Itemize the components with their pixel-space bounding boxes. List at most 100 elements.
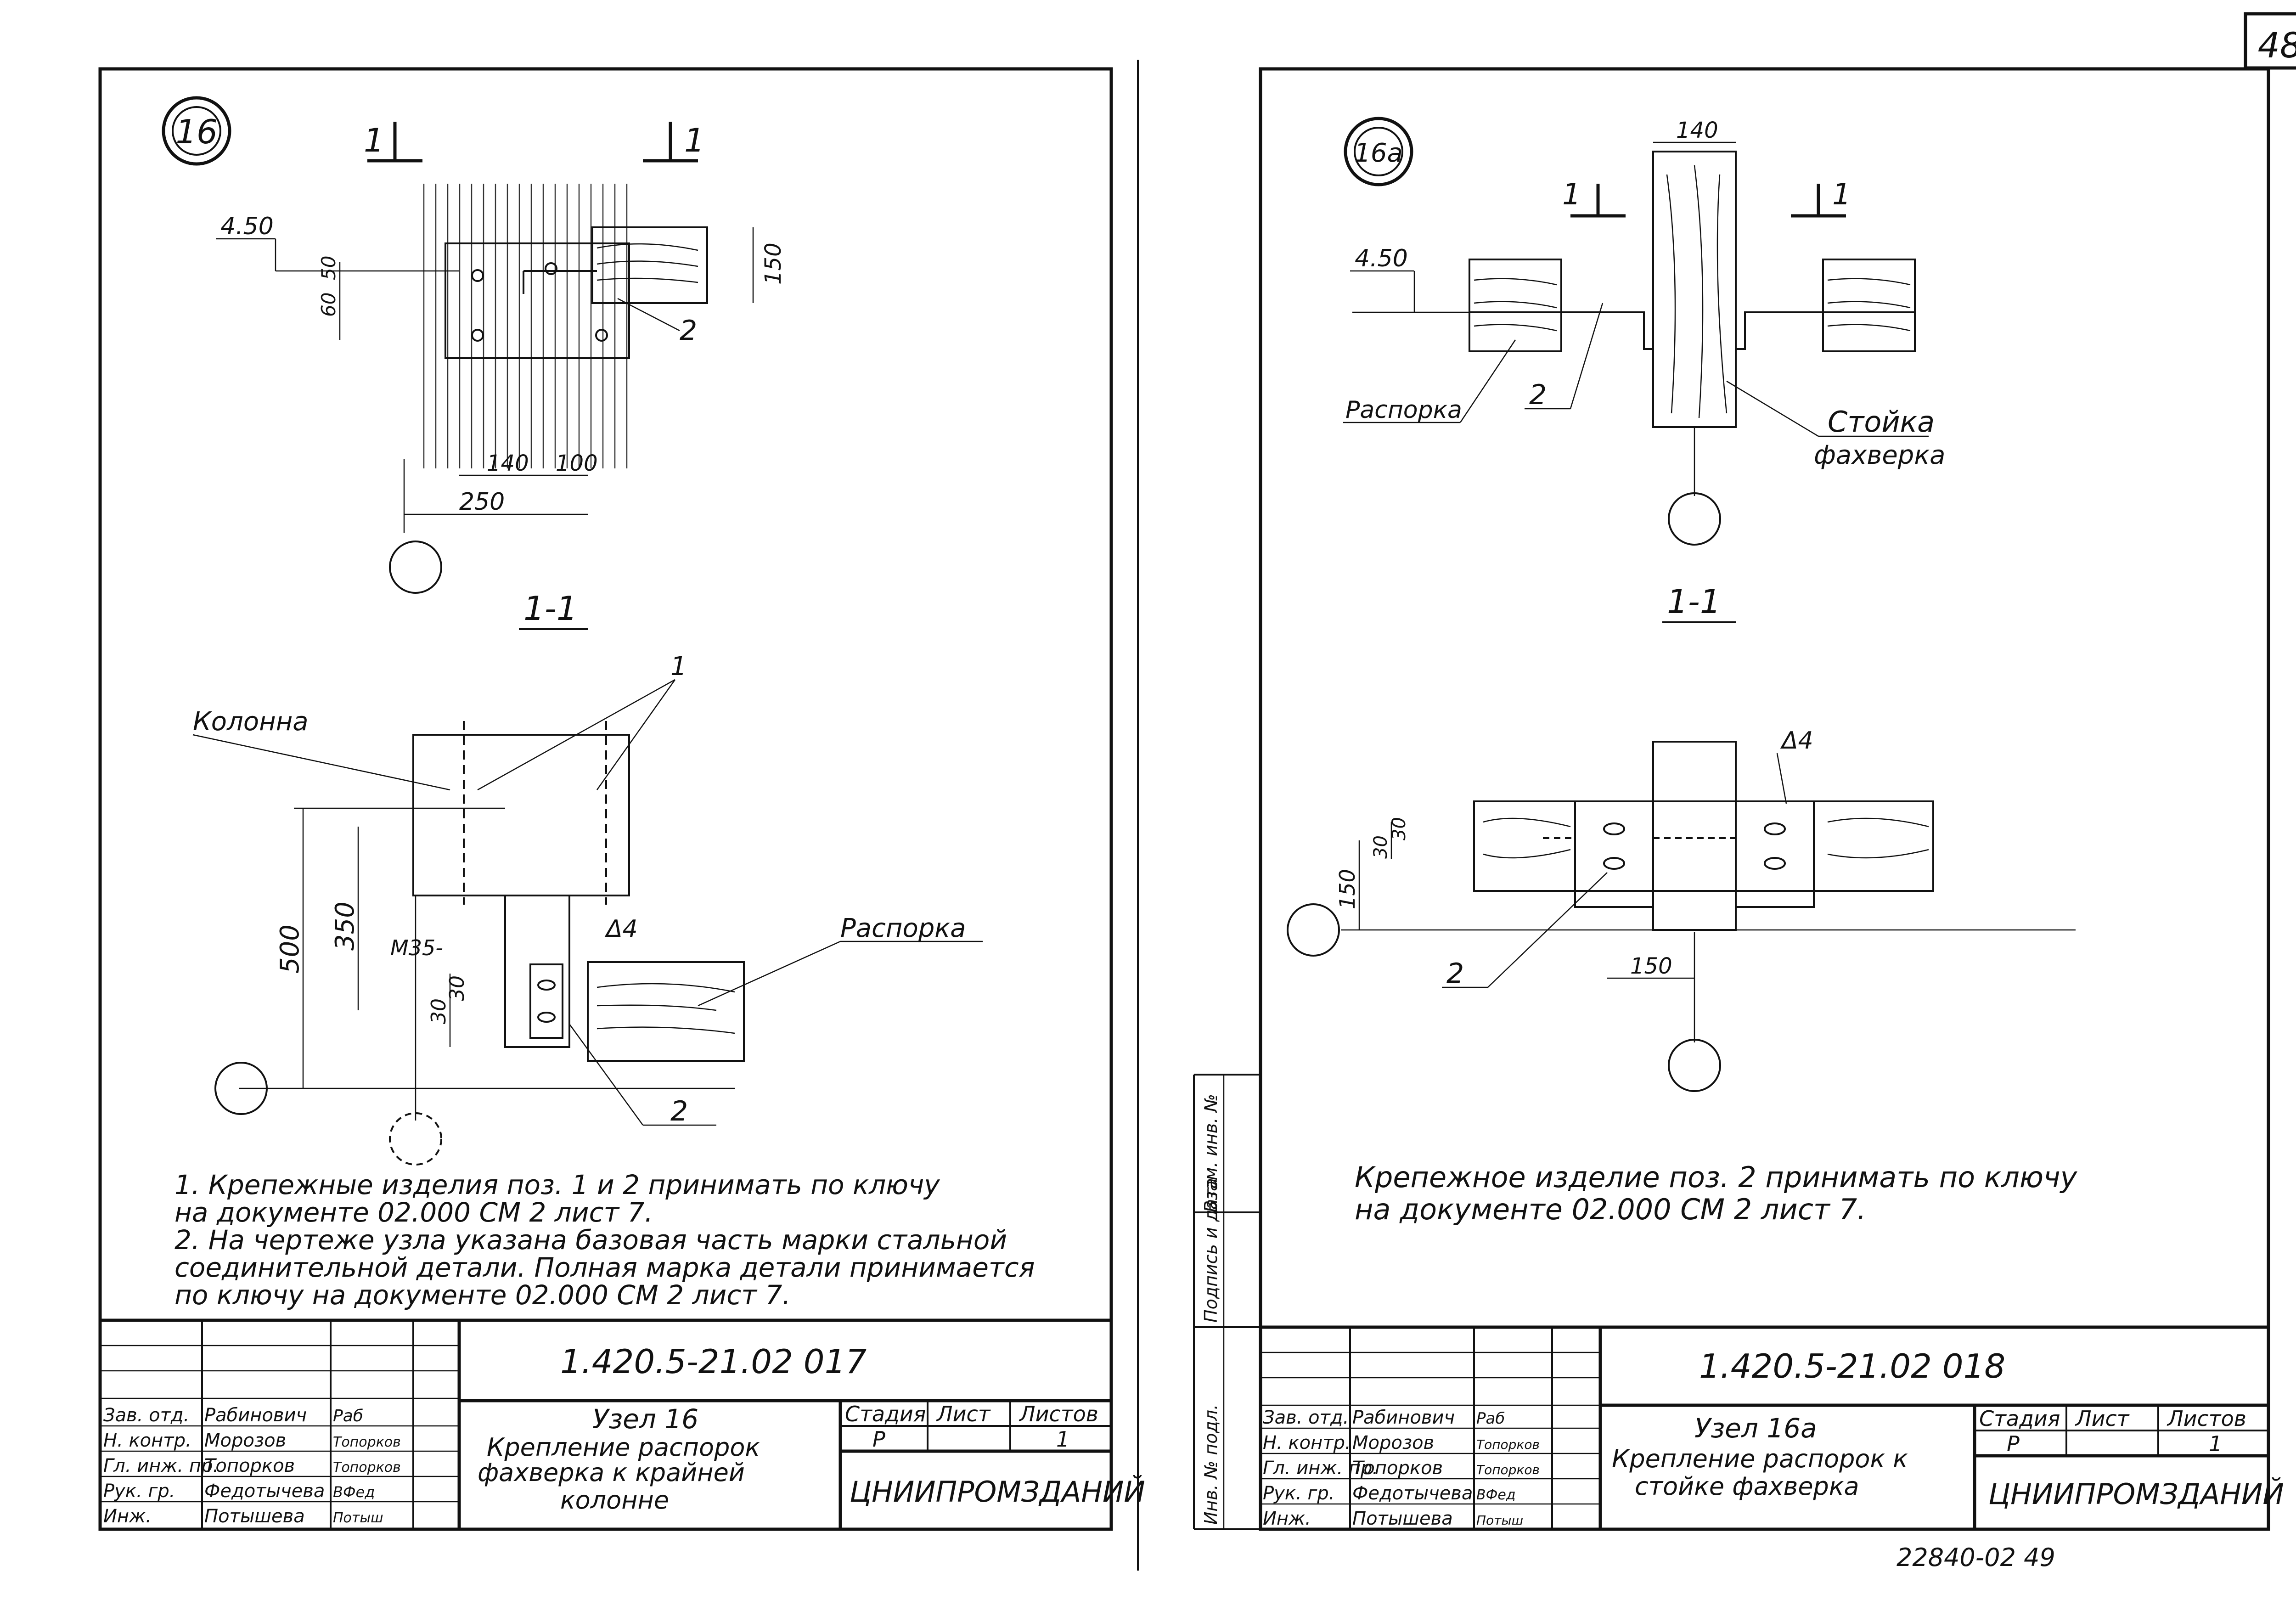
svg-text:Лист: Лист bbox=[936, 1402, 991, 1426]
svg-text:Морозов: Морозов bbox=[1352, 1432, 1434, 1453]
svg-text:140: 140 bbox=[1676, 118, 1718, 143]
svg-text:1: 1 bbox=[364, 122, 384, 159]
left-level-mark: 4.50 bbox=[216, 213, 459, 272]
left-column-plan bbox=[413, 184, 634, 468]
right-post-plan bbox=[1652, 151, 1737, 428]
svg-text:Листов: Листов bbox=[1019, 1402, 1098, 1426]
right-doc-code: 1.420.5-21.02 018 bbox=[1699, 1347, 2005, 1385]
left-org: ЦНИИПРОМЗДАНИЙ bbox=[850, 1475, 1145, 1509]
svg-text:250: 250 bbox=[459, 488, 505, 516]
svg-text:ВФед: ВФед bbox=[333, 1483, 375, 1501]
svg-text:на документе 02.000 СМ 2 лист: на документе 02.000 СМ 2 лист 7. bbox=[1355, 1193, 1866, 1226]
left-sheet: 16 1 1 4.50 60 bbox=[98, 67, 1145, 1531]
svg-text:Потыш: Потыш bbox=[333, 1510, 383, 1526]
left-plan-dims: 60 50 150 140 100 250 2 bbox=[317, 227, 786, 516]
right-axis-bubble-2 bbox=[1287, 903, 1340, 957]
svg-text:Инв. № подл.: Инв. № подл. bbox=[1201, 1404, 1221, 1525]
svg-text:Стадия: Стадия bbox=[1979, 1406, 2060, 1431]
svg-text:Крепление распорок к: Крепление распорок к bbox=[1612, 1444, 1908, 1473]
left-axis-bubble-1 bbox=[389, 541, 442, 594]
svg-text:30: 30 bbox=[1370, 835, 1391, 859]
left-strut-section bbox=[587, 961, 745, 1062]
left-column-section bbox=[412, 734, 630, 896]
svg-text:150: 150 bbox=[1335, 869, 1360, 909]
left-frame bbox=[98, 67, 1113, 1531]
svg-text:50: 50 bbox=[317, 256, 340, 280]
svg-text:Н. контр.: Н. контр. bbox=[103, 1430, 191, 1451]
svg-text:1: 1 bbox=[1562, 178, 1581, 212]
svg-text:на документе 02.000 СМ 2 лист: на документе 02.000 СМ 2 лист 7. bbox=[174, 1197, 653, 1228]
svg-text:Подпись и дата: Подпись и дата bbox=[1201, 1178, 1221, 1323]
svg-text:150: 150 bbox=[760, 242, 786, 285]
right-sheet: Взам. инв. № Подпись и дата Инв. № подл.… bbox=[1193, 67, 2284, 1572]
svg-text:100: 100 bbox=[556, 451, 598, 476]
svg-text:140: 140 bbox=[487, 451, 529, 476]
right-axis-bubble-1 bbox=[1668, 492, 1721, 546]
left-axis-bubble-3 bbox=[389, 1112, 442, 1166]
svg-text:Раб: Раб bbox=[333, 1407, 363, 1425]
svg-text:150: 150 bbox=[1630, 953, 1672, 979]
svg-text:Топорков: Топорков bbox=[333, 1459, 401, 1476]
svg-text:2: 2 bbox=[1446, 957, 1464, 990]
right-org: ЦНИИПРОМЗДАНИЙ bbox=[1988, 1477, 2284, 1511]
right-section-mark-b: 1 bbox=[1791, 178, 1851, 218]
right-post-label: Стойка bbox=[1828, 405, 1935, 439]
svg-text:Топорков: Топорков bbox=[1476, 1462, 1540, 1477]
svg-text:Рук. гр.: Рук. гр. bbox=[103, 1481, 175, 1502]
svg-text:Топорков: Топорков bbox=[204, 1455, 295, 1476]
svg-text:1: 1 bbox=[2209, 1431, 2222, 1456]
svg-text:2: 2 bbox=[1529, 379, 1547, 411]
left-column-label: Колонна bbox=[193, 707, 309, 737]
svg-text:Потыш: Потыш bbox=[1476, 1513, 1523, 1528]
left-m35: М35- bbox=[390, 935, 443, 960]
svg-text:Стадия: Стадия bbox=[845, 1402, 926, 1426]
svg-text:фахверка: фахверка bbox=[1814, 440, 1945, 470]
right-weld: Δ4 bbox=[1780, 727, 1813, 755]
left-connector bbox=[504, 895, 570, 1048]
left-section-mark-a: 1 bbox=[364, 122, 422, 163]
left-part1: 1 bbox=[670, 652, 687, 681]
svg-text:Рабинович: Рабинович bbox=[204, 1405, 307, 1426]
svg-text:Р: Р bbox=[872, 1427, 885, 1452]
svg-text:Инж.: Инж. bbox=[103, 1506, 152, 1527]
svg-text:Зав. отд.: Зав. отд. bbox=[1263, 1407, 1349, 1428]
svg-text:1. Крепежные изделия поз. 1 и: 1. Крепежные изделия поз. 1 и 2 принимат… bbox=[174, 1169, 940, 1200]
svg-text:ВФед: ВФед bbox=[1476, 1487, 1516, 1503]
svg-text:Потышева: Потышева bbox=[1352, 1508, 1453, 1529]
svg-text:Федотычева: Федотычева bbox=[204, 1481, 325, 1502]
svg-text:2. На чертеже узла указана баз: 2. На чертеже узла указана базовая часть… bbox=[174, 1224, 1007, 1256]
left-section-title: 1-1 bbox=[523, 589, 578, 628]
left-notes: 1. Крепежные изделия поз. 1 и 2 принимат… bbox=[174, 1169, 1035, 1311]
svg-text:Рук. гр.: Рук. гр. bbox=[1263, 1483, 1335, 1504]
svg-text:Федотычева: Федотычева bbox=[1352, 1483, 1473, 1504]
svg-text:Раб: Раб bbox=[1476, 1409, 1505, 1428]
svg-text:30: 30 bbox=[427, 998, 450, 1024]
svg-text:колонне: колонне bbox=[560, 1486, 669, 1515]
svg-text:Р: Р bbox=[2007, 1431, 2020, 1456]
right-notes: Крепежное изделие поз. 2 принимать по кл… bbox=[1355, 1160, 2078, 1226]
svg-text:по ключу на документе 02.000 С: по ключу на документе 02.000 СМ 2 лист 7… bbox=[174, 1279, 791, 1311]
svg-text:1: 1 bbox=[1832, 178, 1851, 212]
svg-text:Рабинович: Рабинович bbox=[1352, 1407, 1455, 1428]
right-frame bbox=[1259, 67, 2270, 1531]
right-node-marker: 16а bbox=[1344, 117, 1413, 186]
right-level-mark: 4.50 bbox=[1350, 245, 1469, 313]
archive-number: 22840-02 49 bbox=[1896, 1543, 2055, 1572]
left-weld: Δ4 bbox=[604, 915, 638, 943]
left-strut-plan bbox=[591, 226, 708, 304]
page-number-box: 48 bbox=[2244, 12, 2296, 70]
svg-text:Узел 16: Узел 16 bbox=[592, 1403, 698, 1435]
right-post-section bbox=[1652, 741, 1737, 931]
svg-text:фахверка к крайней: фахверка к крайней bbox=[478, 1458, 745, 1487]
svg-text:Крепежное изделие поз. 2 прини: Крепежное изделие поз. 2 принимать по кл… bbox=[1355, 1160, 2078, 1194]
left-section-mark-b: 1 bbox=[643, 122, 705, 163]
svg-text:Листов: Листов bbox=[2167, 1406, 2246, 1431]
svg-text:соединительной детали. Полная: соединительной детали. Полная марка дета… bbox=[174, 1252, 1035, 1283]
svg-text:1: 1 bbox=[1056, 1427, 1069, 1452]
svg-text:Взам. инв. №: Взам. инв. № bbox=[1201, 1094, 1221, 1212]
svg-text:Лист: Лист bbox=[2075, 1406, 2130, 1431]
svg-text:Топорков: Топорков bbox=[333, 1434, 401, 1450]
svg-text:4.50: 4.50 bbox=[220, 213, 274, 240]
right-section-mark-a: 1 bbox=[1562, 178, 1626, 218]
